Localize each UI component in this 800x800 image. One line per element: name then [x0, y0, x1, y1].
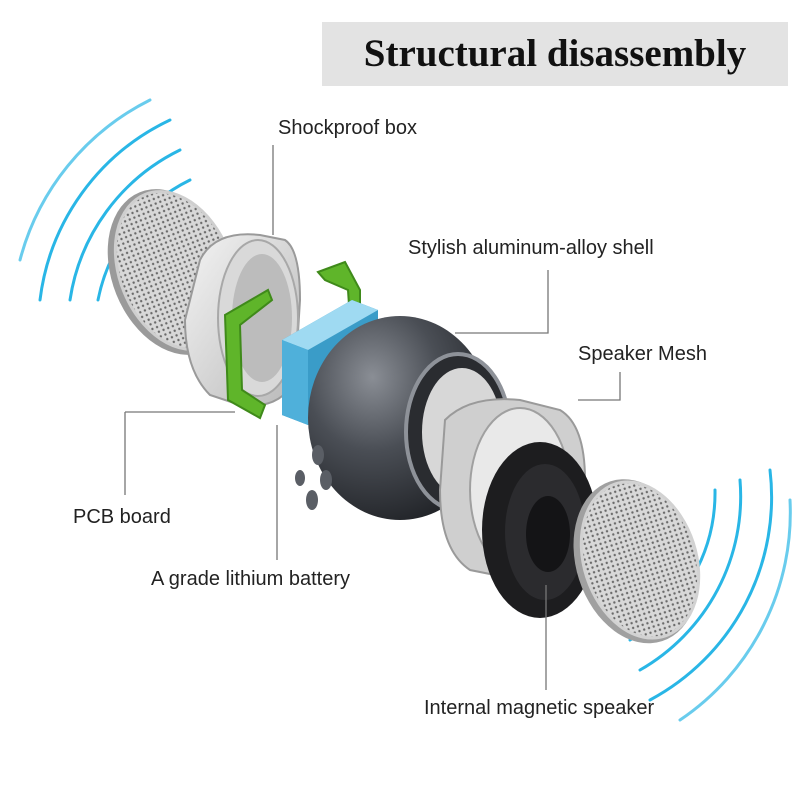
leader-lines [124, 145, 621, 690]
label-aluminum-shell: Stylish aluminum-alloy shell [408, 237, 654, 259]
label-shockproof-box: Shockproof box [278, 117, 417, 139]
label-internal-speaker: Internal magnetic speaker [424, 697, 655, 719]
title-banner: Structural disassembly [322, 22, 788, 86]
label-pcb-board: PCB board [73, 506, 171, 528]
label-speaker-mesh: Speaker Mesh [578, 343, 707, 365]
page-title: Structural disassembly [363, 32, 747, 75]
label-lithium-battery: A grade lithium battery [151, 568, 350, 590]
right-speaker-mesh [573, 479, 701, 644]
internal-speaker-part [438, 398, 598, 618]
